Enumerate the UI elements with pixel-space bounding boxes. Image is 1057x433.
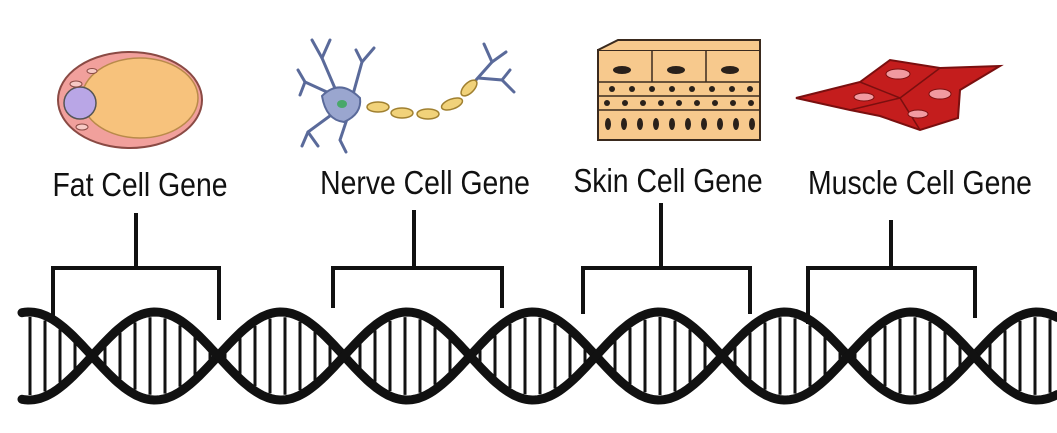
gene-label-muscle: Muscle Cell Gene <box>808 164 1032 202</box>
nerve-cell-icon <box>296 38 516 154</box>
dna-strand-a <box>17 307 1057 405</box>
dna-helix <box>17 307 1057 405</box>
gene-label-fat: Fat Cell Gene <box>52 166 227 204</box>
muscle-cell-icon <box>795 58 1004 132</box>
fat-cell-icon <box>57 51 203 149</box>
bracket-fat <box>51 213 221 320</box>
gene-label-skin: Skin Cell Gene <box>573 162 762 200</box>
bracket-nerve <box>331 210 504 308</box>
dna-strand-b <box>17 307 1057 405</box>
skin-cell-icon <box>597 39 761 141</box>
bracket-muscle <box>806 220 977 324</box>
gene-label-nerve: Nerve Cell Gene <box>320 164 530 202</box>
dna-base-pairs <box>28 317 1052 395</box>
bracket-skin <box>581 203 752 314</box>
